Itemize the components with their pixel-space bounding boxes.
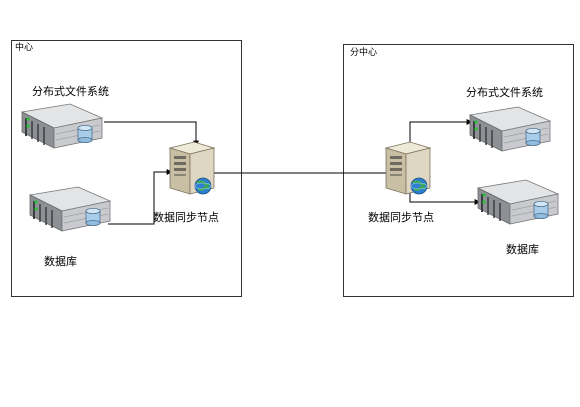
subcenter-node-label: 数据同步节点 (368, 211, 434, 224)
center-db-label: 数据库 (44, 255, 77, 268)
center-box (11, 40, 242, 297)
subcenter-title: 分中心 (350, 48, 378, 58)
subcenter-fs-server-icon (469, 106, 551, 152)
subcenter-fs-label: 分布式文件系统 (466, 86, 543, 99)
center-sync-node-icon (169, 141, 215, 195)
subcenter-sync-node-icon (385, 141, 431, 195)
connector-fs-to-node (104, 121, 199, 147)
center-title: 中心 (15, 43, 34, 53)
center-db-server-icon (29, 186, 111, 232)
subcenter-box (343, 44, 574, 297)
subcenter-db-server-icon (477, 179, 559, 225)
connector-db-to-node (108, 169, 173, 225)
center-fs-label: 分布式文件系统 (32, 85, 109, 98)
subcenter-db-label: 数据库 (506, 243, 539, 256)
center-fs-server-icon (21, 103, 103, 149)
center-node-label: 数据同步节点 (153, 211, 219, 224)
